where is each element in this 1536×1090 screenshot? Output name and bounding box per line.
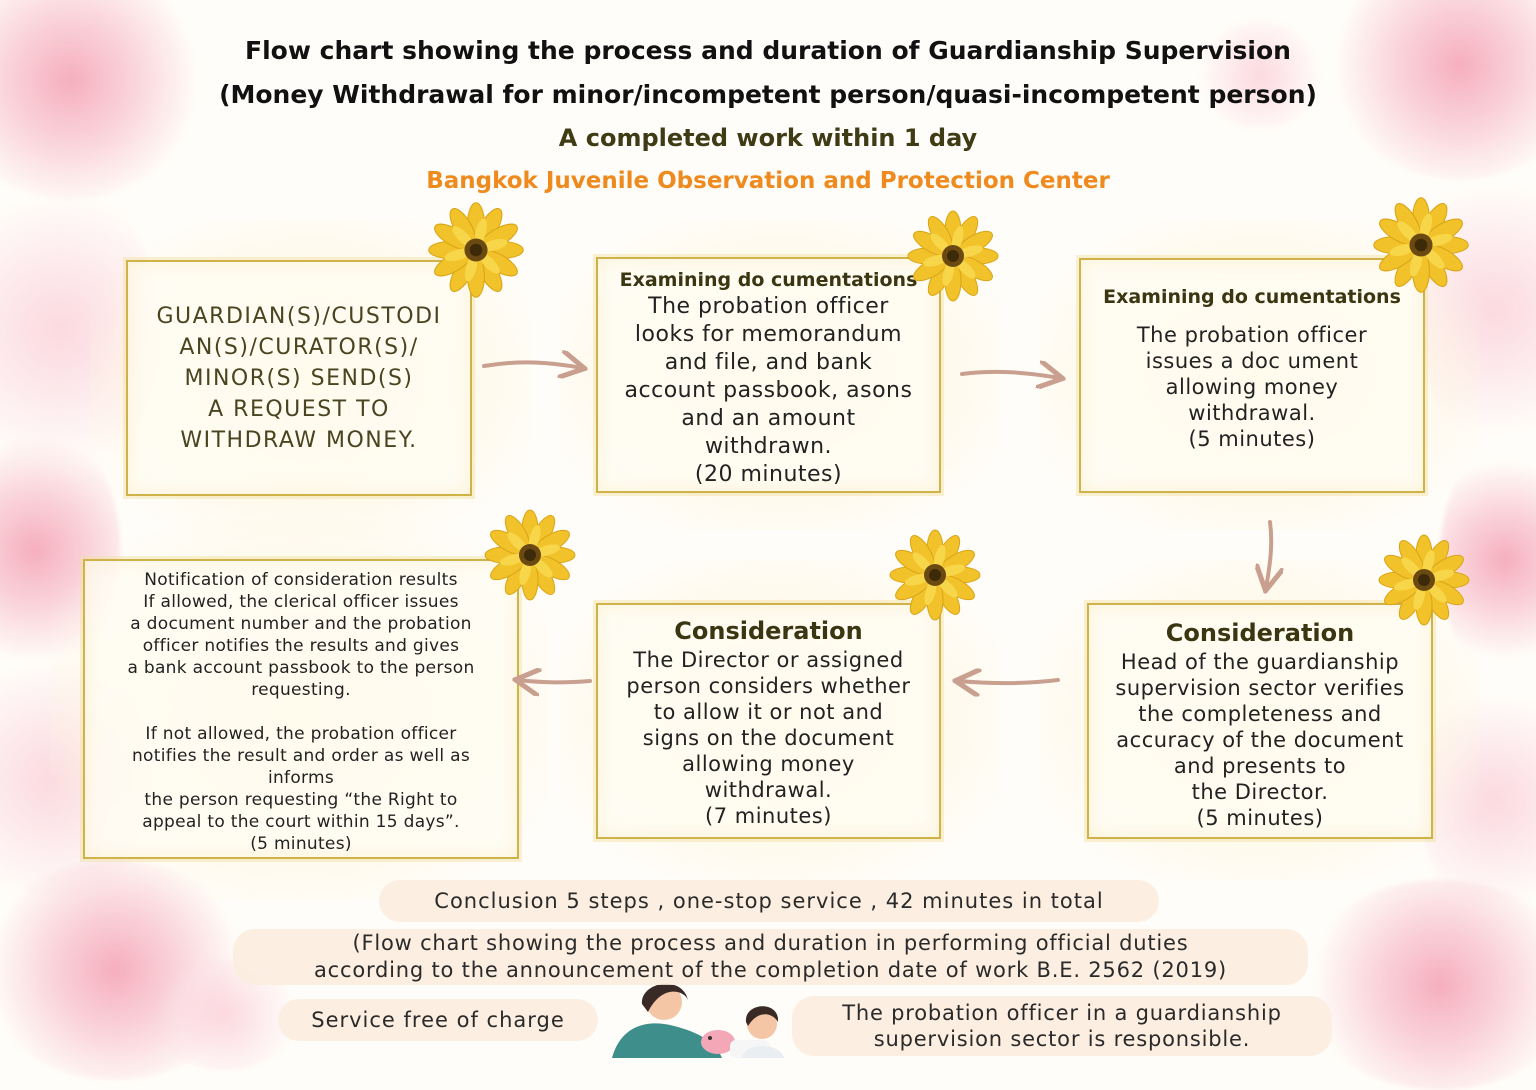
arrow-step1-to-step2 (482, 362, 582, 368)
completion-time: A completed work within 1 day (558, 124, 978, 152)
sunflower-icon (1378, 534, 1470, 626)
arrow-step5-to-step6 (518, 680, 592, 682)
sunflower-icon (907, 210, 999, 302)
arrow-step4-to-step5 (958, 680, 1060, 683)
step-heading: Examining do cumentations (619, 269, 918, 291)
step-text: Head of the guardianship supervision sec… (1115, 650, 1405, 830)
announcement-note: (Flow chart showing the process and dura… (233, 929, 1308, 985)
step-box-notification: Notification of consideration results If… (83, 559, 519, 859)
step-heading: Consideration (1165, 619, 1355, 647)
step-box-head-verification: Consideration Head of the guardianship s… (1087, 603, 1433, 839)
chart-title: Flow chart showing the process and durat… (245, 36, 1291, 65)
step-text: The probation officer issues a doc ument… (1136, 323, 1368, 451)
chart-subtitle: (Money Withdrawal for minor/incompetent … (219, 80, 1317, 109)
sunflower-icon (428, 202, 524, 298)
organization-name: Bangkok Juvenile Observation and Protect… (426, 168, 1110, 194)
free-service-label: Service free of charge (278, 999, 598, 1041)
step-box-examine-file: Examining do cumentations The probation … (596, 257, 941, 493)
sunflower-icon (1373, 197, 1469, 293)
sunflower-icon (484, 509, 576, 601)
step-box-director-consideration: Consideration The Director or assigned p… (596, 603, 941, 839)
step-text: GUARDIAN(S)/CUSTODI AN(S)/CURATOR(S)/ MI… (156, 303, 442, 453)
conclusion-summary: Conclusion 5 steps , one-stop service , … (379, 880, 1159, 922)
arrow-step2-to-step3 (960, 372, 1060, 378)
step-heading: Examining do cumentations (1103, 286, 1401, 308)
step-heading: Consideration (674, 617, 863, 645)
step-text: Notification of consideration results If… (127, 570, 475, 854)
step-box-request: GUARDIAN(S)/CUSTODI AN(S)/CURATOR(S)/ MI… (126, 260, 472, 496)
responsible-officer-label: The probation officer in a guardianship … (792, 996, 1332, 1056)
step-text: The Director or assigned person consider… (626, 648, 911, 828)
step-box-issue-document: Examining do cumentations The probation … (1079, 258, 1425, 493)
arrow-step3-to-step4 (1266, 520, 1271, 588)
sunflower-icon (889, 529, 981, 621)
step-text: The probation officer looks for memorand… (624, 294, 913, 487)
flow-arrows-and-decor (428, 197, 1470, 1058)
mother-child-piggy-bank-illustration (612, 983, 784, 1058)
